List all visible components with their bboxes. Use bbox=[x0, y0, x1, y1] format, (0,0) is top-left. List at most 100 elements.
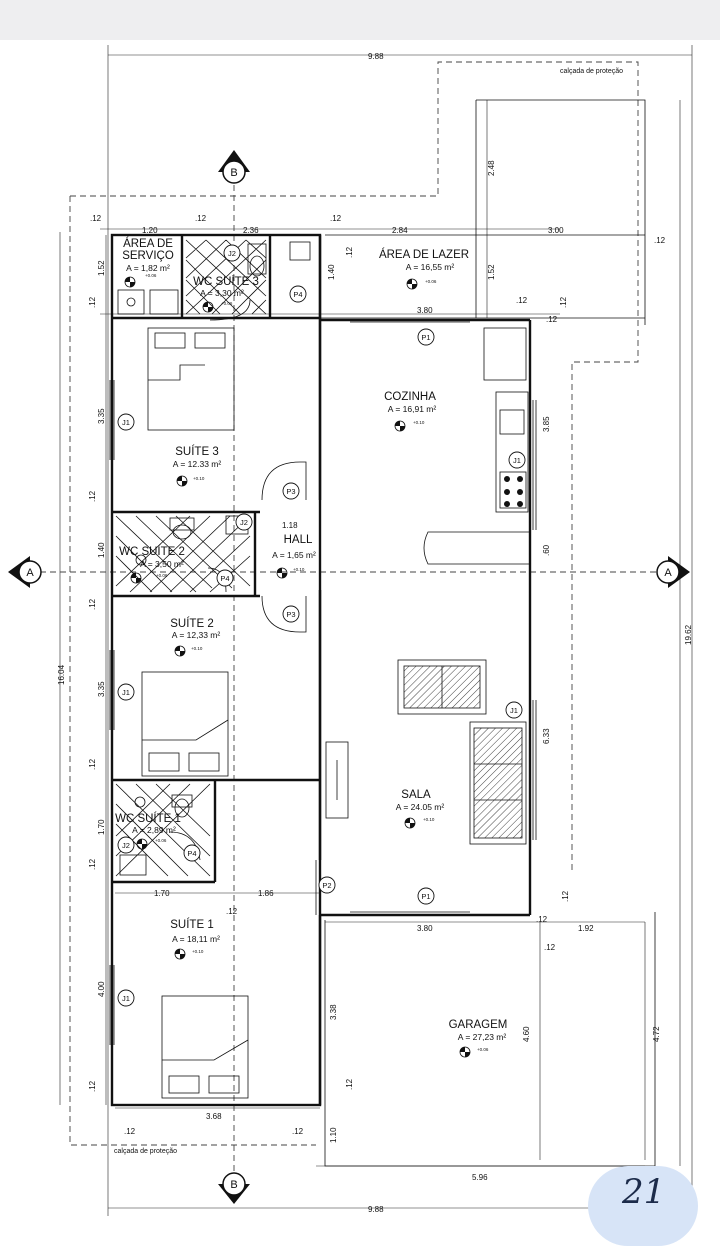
dimension-label: 1.70 bbox=[154, 889, 170, 898]
dimension-labels: 9.88 9.88 .12 1.20 .12 2.36 .12 2.84 3.0… bbox=[57, 52, 693, 1214]
tag-j1: J1 bbox=[117, 989, 135, 1007]
tag-circle bbox=[505, 701, 523, 719]
dimension-label: .12 bbox=[88, 758, 97, 770]
dimension-label: 19.62 bbox=[684, 624, 693, 645]
overall-dimension-lines bbox=[59, 45, 693, 1216]
dimension-label: 3.35 bbox=[97, 408, 106, 424]
tag-circle bbox=[282, 482, 300, 500]
dimension-label: .12 bbox=[226, 907, 238, 916]
room-name: WC SUÍTE 3 bbox=[193, 275, 259, 288]
dimension-label: 9.88 bbox=[368, 52, 384, 61]
dimension-label: 1.40 bbox=[327, 264, 336, 280]
dimension-label: .12 bbox=[559, 296, 568, 308]
room-name: GARAGEM bbox=[449, 1019, 508, 1031]
dimension-label: .12 bbox=[654, 236, 666, 245]
room-area-de-lazer: ÁREA DE LAZER A = 16,55 m² +0.06 bbox=[379, 248, 469, 284]
dimension-label: 4.60 bbox=[522, 1026, 531, 1042]
tv-rack bbox=[325, 741, 349, 819]
lazer-pergola bbox=[316, 99, 646, 325]
room-level: +0.10 bbox=[192, 949, 204, 954]
dimension-label: 2.48 bbox=[487, 160, 496, 176]
tag-label: P2 bbox=[322, 881, 331, 890]
tag-j2: J2 bbox=[223, 244, 241, 262]
dimension-label: .12 bbox=[330, 214, 342, 223]
page-number: 21 bbox=[622, 1172, 666, 1212]
dimension-label: .12 bbox=[561, 890, 570, 902]
dimension-label: 3.80 bbox=[417, 306, 433, 315]
room-name: SUÍTE 2 bbox=[170, 617, 213, 630]
room-level: +0.10 bbox=[293, 567, 305, 572]
room-area: A = 2,89 m² bbox=[132, 825, 176, 835]
room-name-line-2: SERVIÇO bbox=[122, 250, 174, 262]
room-area: A = 24.05 m² bbox=[396, 802, 445, 812]
tag-label: P3 bbox=[286, 487, 295, 496]
room-name: COZINHA bbox=[384, 391, 436, 403]
tag-p4: P4 bbox=[289, 285, 307, 303]
dimension-label: 6.33 bbox=[542, 728, 551, 744]
room-level: +0.06 bbox=[155, 838, 167, 843]
dimension-label: 2.84 bbox=[392, 226, 408, 235]
tag-label: P1 bbox=[421, 892, 430, 901]
section-cut-lines bbox=[40, 185, 668, 1172]
dimension-label: 1.10 bbox=[329, 1127, 338, 1143]
sofa-small bbox=[397, 659, 487, 715]
tag-circle bbox=[117, 683, 135, 701]
dimension-label: 2.36 bbox=[243, 226, 259, 235]
tag-circle bbox=[282, 605, 300, 623]
tag-j1: J1 bbox=[117, 683, 135, 701]
room-area: A = 3,30 m² bbox=[200, 288, 244, 298]
dimension-label: .12 bbox=[195, 214, 207, 223]
dimension-label: .12 bbox=[345, 246, 354, 258]
dimension-label: 3.38 bbox=[329, 1004, 338, 1020]
viewer-top-bar bbox=[0, 0, 720, 40]
dimension-label: 5.96 bbox=[472, 1173, 488, 1182]
dimension-label: .12 bbox=[88, 296, 97, 308]
dimension-label: 4.72 bbox=[652, 1026, 661, 1042]
dimension-label: .12 bbox=[544, 943, 556, 952]
room-suite-1: SUÍTE 1 A = 18,11 m² +0.10 bbox=[170, 918, 220, 954]
dimension-label: .12 bbox=[88, 1080, 97, 1092]
room-cozinha: COZINHA A = 16,91 m² +0.10 bbox=[384, 391, 436, 425]
room-level: +0.10 bbox=[191, 646, 203, 651]
dimension-label: 1.52 bbox=[487, 264, 496, 280]
dimension-label: .12 bbox=[516, 296, 528, 305]
kitchen-fixtures bbox=[423, 327, 531, 565]
room-name: SUÍTE 1 bbox=[170, 918, 213, 931]
tag-j2: J2 bbox=[117, 836, 135, 854]
room-wc-suite-2: WC SUÍTE 2 A = 3,50 m² +0.06 bbox=[119, 545, 185, 578]
room-suite-2: SUÍTE 2 A = 12,33 m² +0.10 bbox=[170, 617, 220, 651]
page-number-badge: 21 bbox=[588, 1166, 698, 1246]
dimension-label: 1.92 bbox=[578, 924, 594, 933]
room-area: A = 1,65 m² bbox=[272, 550, 316, 560]
tag-p1: P1 bbox=[417, 887, 435, 905]
dimension-label: .12 bbox=[292, 1127, 304, 1136]
dimension-label: 1.18 bbox=[282, 521, 298, 530]
dimension-label: .60 bbox=[542, 544, 551, 556]
tag-label: P3 bbox=[286, 610, 295, 619]
tag-circle bbox=[417, 887, 435, 905]
tag-label: P1 bbox=[421, 333, 430, 342]
dimension-label: 9.88 bbox=[368, 1205, 384, 1214]
tag-j1: J1 bbox=[505, 701, 523, 719]
windows bbox=[109, 321, 537, 1045]
dimension-label: .12 bbox=[124, 1127, 136, 1136]
room-area: A = 12.33 m² bbox=[173, 459, 222, 469]
tag-circle bbox=[508, 451, 526, 469]
room-garagem: GARAGEM A = 27,23 m² +0.06 bbox=[449, 1019, 508, 1052]
tag-label: J2 bbox=[228, 249, 236, 258]
room-area: A = 3,50 m² bbox=[140, 559, 184, 569]
room-level: +0.06 bbox=[425, 279, 437, 284]
tag-p3: P3 bbox=[282, 605, 300, 623]
tag-circle bbox=[289, 285, 307, 303]
bathroom-fixtures bbox=[117, 241, 311, 876]
dimension-label: 1.52 bbox=[97, 260, 106, 276]
room-area: A = 27,23 m² bbox=[458, 1032, 507, 1042]
tag-circle bbox=[117, 413, 135, 431]
dimension-label: .12 bbox=[88, 598, 97, 610]
bed-suite-2 bbox=[141, 671, 229, 777]
tag-p2: P2 bbox=[318, 876, 336, 894]
section-marker-label: A bbox=[664, 567, 672, 579]
